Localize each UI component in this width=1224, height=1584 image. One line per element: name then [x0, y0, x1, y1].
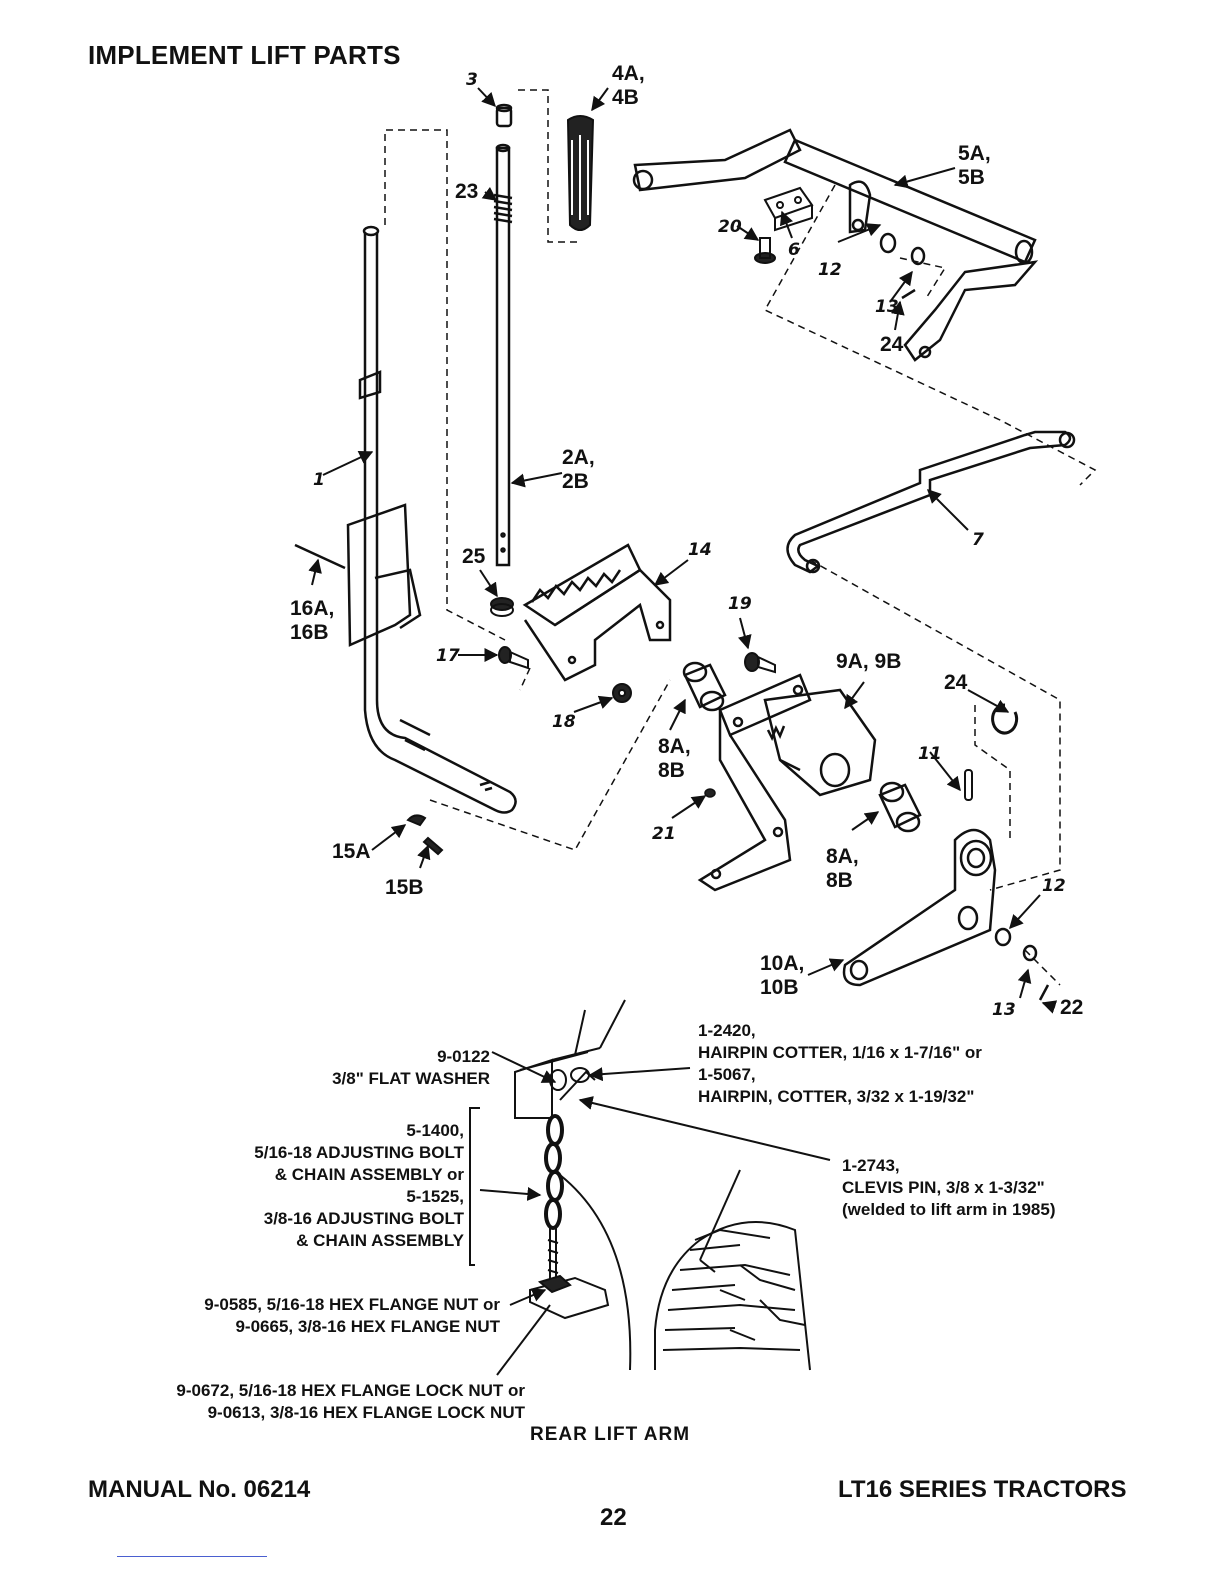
callout-18: 18	[552, 712, 576, 732]
callout-3: 3	[466, 70, 478, 90]
callout-10: 10A, 10B	[760, 952, 805, 999]
callout-11: 11	[918, 744, 942, 764]
footer-page-number: 22	[600, 1504, 627, 1531]
gate-plate	[522, 543, 672, 682]
callout-2: 2A, 2B	[562, 446, 595, 493]
callout-8-right: 8A, 8B	[826, 845, 859, 892]
callout-12-upper: 12	[818, 260, 842, 280]
lift-shaft	[632, 128, 1039, 362]
callout-21: 21	[652, 824, 676, 844]
rod-cap	[495, 103, 513, 128]
pivot-bracket	[697, 673, 877, 892]
callout-16: 16A, 16B	[290, 597, 335, 644]
callout-24-lower: 24	[944, 671, 968, 694]
bushings	[682, 661, 922, 833]
bolt-20	[754, 237, 776, 264]
callout-19: 19	[728, 594, 752, 614]
rear-lift-drawing	[514, 999, 811, 1371]
lift-arm	[842, 828, 997, 987]
page-title: IMPLEMENT LIFT PARTS	[88, 40, 401, 70]
note-hex-flange-lock-nut: 9-0672, 5/16-18 HEX FLANGE LOCK NUT or 9…	[176, 1381, 525, 1422]
note-hairpin-cotter: 1-2420, HAIRPIN COTTER, 1/16 x 1-7/16" o…	[698, 1021, 982, 1106]
lift-link	[786, 430, 1076, 574]
callout-13-lower: 13	[992, 1000, 1016, 1020]
rear-lift-leaders	[469, 1051, 831, 1376]
note-hex-flange-nut: 9-0585, 5/16-18 HEX FLANGE NUT or 9-0665…	[204, 1295, 500, 1336]
callout-15b: 15B	[385, 876, 424, 899]
set-screw	[704, 788, 716, 798]
callout-9: 9A, 9B	[836, 650, 902, 673]
callout-5: 5A, 5B	[958, 142, 991, 189]
nut-18	[612, 683, 632, 703]
pin-11	[964, 769, 973, 801]
bolt-19	[744, 652, 776, 674]
callout-15a: 15A	[332, 840, 371, 863]
callout-23: 23	[455, 180, 479, 203]
note-bolt-chain-assembly: 5-1400, 5/16-18 ADJUSTING BOLT & CHAIN A…	[254, 1121, 464, 1250]
callout-7: 7	[972, 530, 984, 550]
callout-24-upper: 24	[880, 333, 904, 356]
dashed-assembly-lines	[384, 89, 1097, 986]
callout-20: 20	[718, 217, 742, 237]
callout-22: 22	[1060, 996, 1084, 1019]
callout-4: 4A, 4B	[612, 62, 645, 109]
callout-13-upper: 13	[875, 297, 899, 317]
lift-lever	[346, 225, 517, 814]
callout-25: 25	[462, 545, 486, 568]
footer-series: LT16 SERIES TRACTORS	[838, 1476, 1127, 1503]
page-divider-line	[117, 1556, 267, 1557]
note-flat-washer: 9-0122 3/8" FLAT WASHER	[332, 1047, 490, 1088]
bolt-17	[498, 646, 529, 670]
washers-upper	[879, 232, 926, 300]
footer-manual-number: MANUAL No. 06214	[88, 1476, 311, 1503]
keys-15	[406, 814, 444, 856]
note-clevis-pin: 1-2743, CLEVIS PIN, 3/8 x 1-3/32" (welde…	[842, 1156, 1056, 1219]
rear-lift-caption: REAR LIFT ARM	[530, 1424, 691, 1445]
washers-lower	[994, 927, 1050, 1001]
main-leaders	[308, 87, 1058, 1014]
bracket	[763, 186, 814, 232]
callout-8-left: 8A, 8B	[658, 735, 691, 782]
callout-14: 14	[688, 540, 712, 560]
pin-16	[294, 543, 346, 570]
nut-25	[490, 597, 514, 617]
hand-grip	[566, 115, 595, 231]
callout-17: 17	[436, 646, 460, 666]
callout-6: 6	[788, 240, 800, 260]
callout-12-lower: 12	[1042, 876, 1066, 896]
callout-1: 1	[313, 470, 325, 490]
lift-rod	[493, 143, 513, 567]
